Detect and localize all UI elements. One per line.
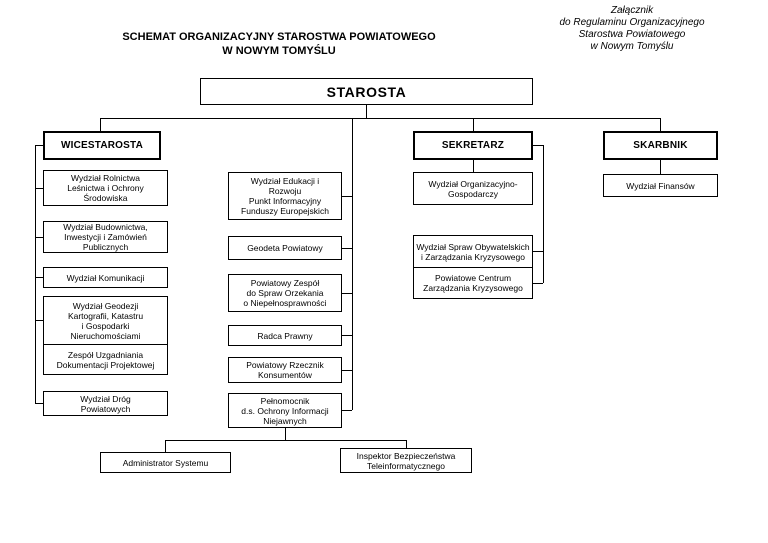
box-starosta: STAROSTA	[200, 78, 533, 105]
connector	[352, 118, 353, 410]
box-inspektor-bezpieczenstwa: Inspektor Bezpieczeństwa Teleinformatycz…	[340, 448, 472, 473]
box-zespol-uzgadniania: Zespół Uzgadniania Dokumentacji Projekto…	[43, 344, 168, 375]
box-sekretarz: SEKRETARZ	[413, 131, 533, 160]
box-radca-prawny: Radca Prawny	[228, 325, 342, 346]
connector	[406, 440, 407, 448]
box-geodeta-powiatowy: Geodeta Powiatowy	[228, 236, 342, 260]
connector	[366, 104, 367, 118]
box-wydzial-organizacyjno-gospodarczy: Wydział Organizacyjno- Gospodarczy	[413, 172, 533, 205]
box-rzecznik-konsumentow: Powiatowy Rzecznik Konsumentów	[228, 357, 342, 383]
connector	[342, 196, 352, 197]
connector	[35, 237, 43, 238]
attachment-note: Załącznik do Regulaminu Organizacyjnego …	[559, 5, 705, 52]
box-pelnomocnik-informacji-niejawnych: Pełnomocnik d.s. Ochrony Informacji Niej…	[228, 393, 342, 428]
connector	[100, 118, 101, 131]
box-skarbnik: SKARBNIK	[603, 131, 718, 160]
box-wydzial-drog: Wydział Dróg Powiatowych	[43, 391, 168, 416]
connector	[660, 118, 661, 131]
connector	[35, 145, 36, 403]
box-wicestarosta: WICESTAROSTA	[43, 131, 161, 160]
box-administrator-systemu: Administrator Systemu	[100, 452, 231, 473]
box-wydzial-budownictwa: Wydział Budownictwa, Inwestycji i Zamówi…	[43, 221, 168, 253]
connector	[660, 160, 661, 174]
box-wydzial-spraw-obywatelskich: Wydział Spraw Obywatelskich i Zarządzani…	[413, 235, 533, 268]
connector	[543, 145, 544, 283]
box-wydzial-rolnictwa: Wydział Rolnictwa Leśnictwa i Ochrony Śr…	[43, 170, 168, 206]
box-wydzial-edukacji: Wydział Edukacji i Rozwoju Punkt Informa…	[228, 172, 342, 220]
connector	[35, 277, 43, 278]
connector	[285, 428, 286, 440]
connector	[165, 440, 166, 452]
connector	[35, 145, 43, 146]
connector	[533, 283, 543, 284]
connector	[100, 118, 661, 119]
box-zespol-orzekania: Powiatowy Zespół do Spraw Orzekania o Ni…	[228, 274, 342, 312]
box-powiatowe-centrum-zarzadzania: Powiatowe Centrum Zarządzania Kryzysoweg…	[413, 267, 533, 299]
connector	[35, 188, 43, 189]
connector	[165, 440, 406, 441]
connector	[342, 248, 352, 249]
connector	[342, 410, 352, 411]
connector	[533, 145, 543, 146]
connector	[473, 118, 474, 131]
page-title: SCHEMAT ORGANIZACYJNY STAROSTWA POWIATOW…	[122, 31, 436, 57]
box-wydzial-geodezji: Wydział Geodezji Kartografii, Katastru i…	[43, 296, 168, 345]
box-wydzial-finansow: Wydział Finansów	[603, 174, 718, 197]
connector	[342, 335, 352, 336]
connector	[342, 293, 352, 294]
connector	[342, 370, 352, 371]
connector	[35, 403, 43, 404]
box-wydzial-komunikacji: Wydział Komunikacji	[43, 267, 168, 288]
connector	[473, 160, 474, 172]
connector	[35, 320, 43, 321]
connector	[533, 251, 543, 252]
